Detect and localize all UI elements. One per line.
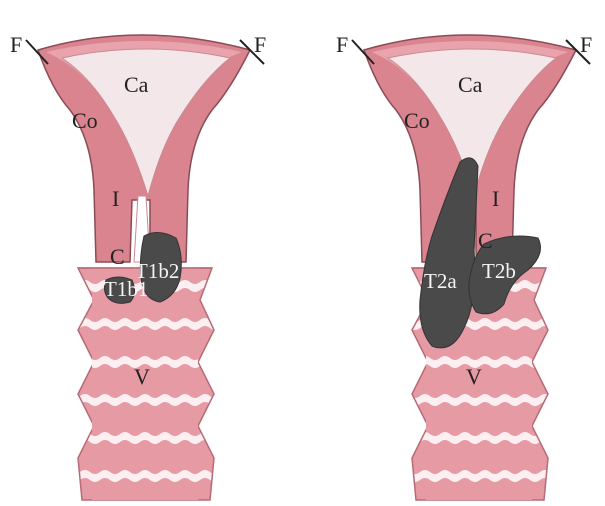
label-vagina: V xyxy=(466,364,482,389)
label-fallopian-left: F xyxy=(336,32,348,57)
label-cavity: Ca xyxy=(124,72,149,97)
panel-right: F F Ca Co I C T2a T2b V xyxy=(336,32,592,500)
label-tumor-a: T2a xyxy=(424,269,457,293)
label-isthmus: I xyxy=(492,186,499,211)
panel-left: F F Ca Co I C T1b2 T1b1 V xyxy=(10,32,266,500)
label-fallopian-left: F xyxy=(10,32,22,57)
label-fallopian-right: F xyxy=(254,32,266,57)
label-isthmus: I xyxy=(112,186,119,211)
label-cavity: Ca xyxy=(458,72,483,97)
uterus-left xyxy=(38,35,250,262)
label-corpus: Co xyxy=(72,108,98,133)
label-tumor-b: T1b1 xyxy=(104,277,148,301)
label-corpus: Co xyxy=(404,108,430,133)
label-fallopian-right: F xyxy=(580,32,592,57)
label-cervix: C xyxy=(478,228,493,253)
label-cervix: C xyxy=(110,244,125,269)
label-tumor-b: T2b xyxy=(482,259,516,283)
label-vagina: V xyxy=(134,364,150,389)
